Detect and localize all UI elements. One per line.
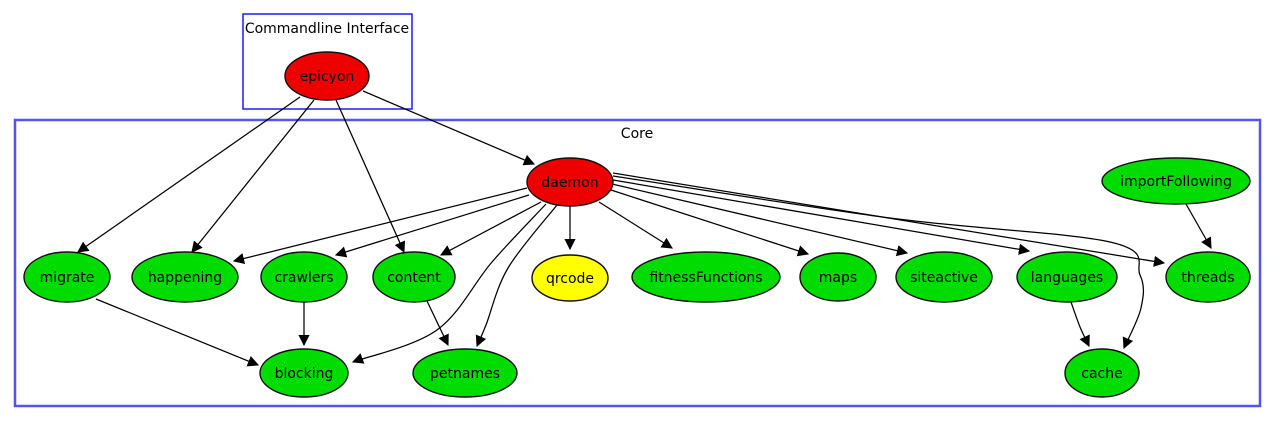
node-maps-label: maps xyxy=(819,270,857,286)
node-importFollowing-shape xyxy=(1101,157,1251,205)
node-languages-label: languages xyxy=(1031,270,1103,286)
edge-daemon-content xyxy=(440,201,542,256)
node-languages: languages xyxy=(1016,251,1118,303)
node-crawlers-shape xyxy=(260,251,348,303)
node-importFollowing-label: importFollowing xyxy=(1120,174,1232,190)
edge-daemon-cache xyxy=(612,175,1145,350)
edge-daemon-petnames xyxy=(475,204,558,348)
node-qrcode-label: qrcode xyxy=(546,271,594,287)
node-cache: cache xyxy=(1064,348,1140,398)
edge-daemon-languages xyxy=(612,179,1031,255)
cluster-commandline-interface-label: Commandline Interface xyxy=(245,21,409,37)
node-qrcode-shape xyxy=(531,254,609,302)
cluster-core-label: Core xyxy=(621,126,653,142)
edge-content-petnames xyxy=(426,300,449,347)
node-blocking-label: blocking xyxy=(275,366,334,382)
edge-epicyon-migrate xyxy=(77,96,301,253)
edge-daemon-blocking xyxy=(351,203,547,364)
node-happening-shape xyxy=(131,251,239,303)
node-epicyon-shape xyxy=(284,51,370,101)
node-daemon-shape xyxy=(526,157,614,207)
node-content-shape xyxy=(372,251,456,303)
node-cache-shape xyxy=(1064,348,1140,398)
edge-migrate-blocking xyxy=(95,298,260,367)
node-content-label: content xyxy=(387,270,441,286)
node-threads-shape xyxy=(1165,251,1251,303)
node-fitnessFunctions-shape xyxy=(631,251,781,303)
edge-languages-cache xyxy=(1070,301,1090,348)
node-epicyon: epicyon xyxy=(284,51,370,101)
node-crawlers-label: crawlers xyxy=(274,270,333,286)
node-crawlers: crawlers xyxy=(260,251,348,303)
node-fitnessFunctions-label: fitnessFunctions xyxy=(649,270,762,286)
edge-daemon-fitnessFunctions xyxy=(598,201,673,249)
node-threads-label: threads xyxy=(1181,270,1234,286)
node-qrcode: qrcode xyxy=(531,254,609,302)
node-daemon: daemon xyxy=(526,157,614,207)
node-happening-label: happening xyxy=(148,270,222,286)
edge-daemon-maps xyxy=(610,189,810,257)
node-migrate-shape xyxy=(23,251,111,303)
node-petnames: petnames xyxy=(412,348,518,398)
node-siteactive: siteactive xyxy=(895,251,993,303)
edge-epicyon-happening xyxy=(191,99,315,253)
node-petnames-shape xyxy=(412,348,518,398)
node-threads: threads xyxy=(1165,251,1251,303)
node-languages-shape xyxy=(1016,251,1118,303)
edge-importFollowing-threads xyxy=(1185,203,1212,249)
edge-layer xyxy=(77,90,1212,367)
node-maps: maps xyxy=(799,252,877,302)
node-happening: happening xyxy=(131,251,239,303)
node-blocking: blocking xyxy=(259,348,349,398)
node-migrate-label: migrate xyxy=(40,270,95,286)
edge-daemon-crawlers xyxy=(334,194,530,258)
node-maps-shape xyxy=(799,252,877,302)
edge-epicyon-content xyxy=(335,99,405,254)
node-layer: epicyon daemon importFollowing migrate happe… xyxy=(23,51,1251,398)
node-petnames-label: petnames xyxy=(430,366,500,382)
edge-epicyon-daemon xyxy=(362,90,536,166)
cluster-commandline-interface xyxy=(242,13,413,110)
node-cache-label: cache xyxy=(1081,366,1122,382)
node-siteactive-shape xyxy=(895,251,993,303)
node-daemon-label: daemon xyxy=(541,175,598,191)
edge-daemon-happening xyxy=(232,187,528,265)
edge-daemon-siteactive xyxy=(611,183,909,257)
node-blocking-shape xyxy=(259,348,349,398)
node-siteactive-label: siteactive xyxy=(910,270,978,286)
node-content: content xyxy=(372,251,456,303)
node-importFollowing: importFollowing xyxy=(1101,157,1251,205)
node-fitnessFunctions: fitnessFunctions xyxy=(631,251,781,303)
node-epicyon-label: epicyon xyxy=(300,69,355,85)
node-migrate: migrate xyxy=(23,251,111,303)
cluster-core xyxy=(13,118,1262,408)
